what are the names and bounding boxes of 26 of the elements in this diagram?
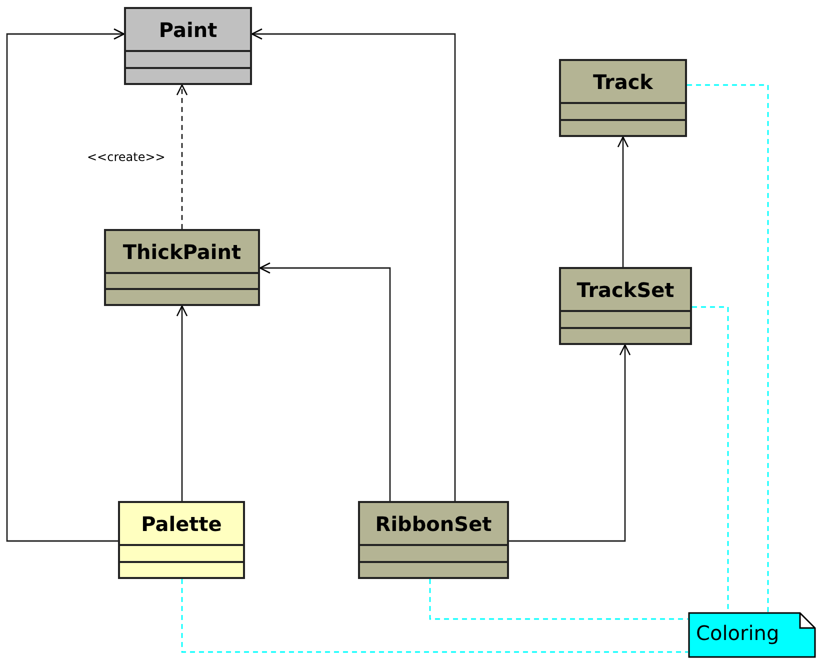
class-name: TrackSet <box>576 278 674 302</box>
arrow <box>259 262 391 501</box>
dashed-connector <box>692 306 729 612</box>
class-box <box>559 59 687 137</box>
class-box <box>124 7 252 85</box>
dashed-connector <box>176 84 188 229</box>
dashed-connector <box>429 579 688 620</box>
edge-label: <<create>> <box>86 150 166 164</box>
class-name: Paint <box>158 18 218 42</box>
class-name: ThickPaint <box>122 240 242 264</box>
note-box <box>688 612 816 658</box>
class-name: Track <box>593 70 653 94</box>
note-text: Coloring <box>696 621 780 645</box>
class-box <box>118 501 245 579</box>
class-box <box>104 229 260 306</box>
class-name: RibbonSet <box>375 512 492 536</box>
dashed-connector <box>687 84 769 612</box>
arrow <box>509 344 631 542</box>
arrow <box>617 136 629 267</box>
arrow <box>176 305 188 501</box>
arrow <box>251 28 456 501</box>
class-box <box>358 501 509 579</box>
class-box <box>559 267 692 345</box>
class-name: Palette <box>141 512 222 536</box>
dashed-connector <box>181 579 688 653</box>
arrow <box>6 28 125 542</box>
